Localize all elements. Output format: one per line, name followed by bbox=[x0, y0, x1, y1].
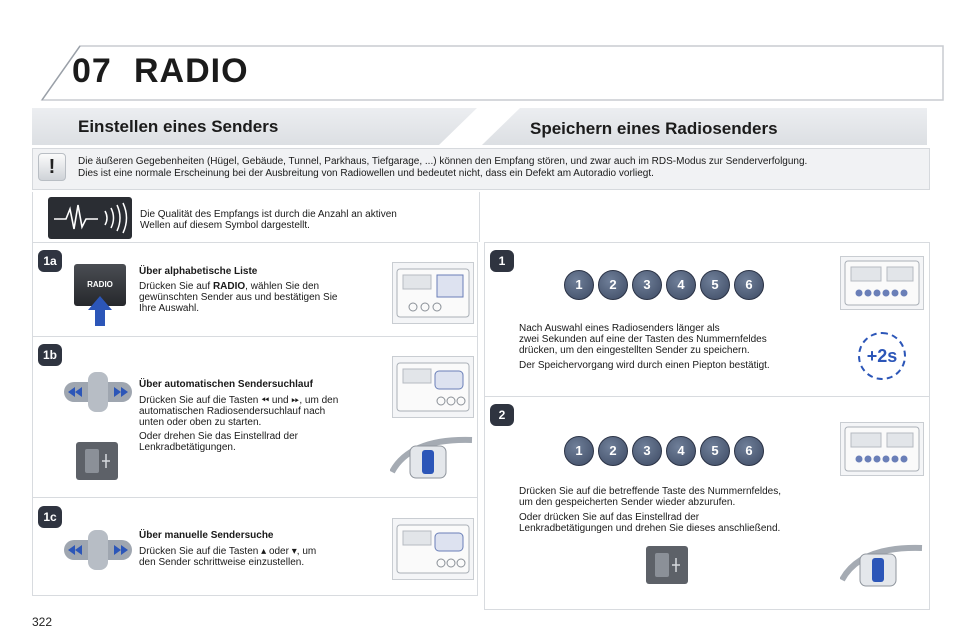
divider bbox=[32, 336, 478, 337]
preset-button-2: 2 bbox=[598, 270, 628, 300]
radio-unit-illustration bbox=[392, 356, 474, 418]
step-1b-line-2: automatischen Radiosendersuchlauf nach bbox=[139, 406, 326, 417]
step-1b-text-post: , um den bbox=[299, 395, 339, 406]
step-1b-line-3: unten oder oben zu starten. bbox=[139, 417, 262, 428]
step-1-line-4: Der Speichervorgang wird durch einen Pie… bbox=[519, 360, 770, 371]
preset-button-1: 1 bbox=[564, 436, 594, 466]
radio-unit-illustration bbox=[392, 518, 474, 580]
step-1c-line-2: den Sender schrittweise einzustellen. bbox=[139, 557, 305, 568]
preset-button-6: 6 bbox=[734, 270, 764, 300]
step-1a-text: Über alphabetische Liste Drücken Sie auf… bbox=[139, 266, 379, 314]
chapter-number: 07 bbox=[72, 52, 112, 90]
seek-buttons-illustration bbox=[64, 530, 132, 570]
steering-wheel-control-icon bbox=[76, 442, 118, 480]
signal-waves-icon bbox=[48, 197, 132, 239]
arrow-up-icon bbox=[88, 296, 112, 326]
preset-button-3: 3 bbox=[632, 270, 662, 300]
radio-unit-illustration bbox=[392, 262, 474, 324]
step-1b-title: Über automatischen Sendersuchlauf bbox=[139, 379, 313, 390]
step-1b-text: Über automatischen Sendersuchlauf Drücke… bbox=[139, 379, 384, 453]
step-1c-text-post: , um bbox=[296, 546, 317, 557]
step-1a-text-post: , wählen Sie den bbox=[245, 281, 320, 292]
caret-down-icon: ▾ bbox=[291, 546, 297, 557]
warning-text: Die äußeren Gegebenheiten (Hügel, Gebäud… bbox=[78, 156, 923, 179]
step-1a-radio-word: RADIO bbox=[212, 281, 246, 292]
warning-box bbox=[32, 148, 930, 190]
exclamation-icon: ! bbox=[38, 153, 66, 181]
left-section-title: Einstellen eines Senders bbox=[78, 117, 279, 136]
seek-buttons-illustration bbox=[64, 372, 132, 412]
rewind-icon: ⏪︎ bbox=[261, 395, 270, 406]
warning-line-2: Dies ist eine normale Erscheinung bei de… bbox=[78, 167, 654, 179]
step-1c-text-pre: Drücken Sie auf die Tasten bbox=[139, 546, 259, 557]
signal-line-2: Wellen auf diesem Symbol dargestellt. bbox=[140, 220, 310, 231]
chapter-header-frame bbox=[40, 45, 944, 101]
step-2-line-3: Oder drücken Sie auf das Einstellrad der bbox=[519, 512, 700, 523]
right-section-title: Speichern eines Radiosenders bbox=[530, 119, 778, 138]
step-badge-2: 2 bbox=[490, 404, 514, 426]
signal-description: Die Qualität des Empfangs ist durch die … bbox=[140, 209, 460, 231]
divider bbox=[484, 396, 930, 397]
radio-unit-illustration bbox=[840, 256, 924, 310]
step-2-text: Drücken Sie auf die betreffende Taste de… bbox=[519, 486, 819, 534]
step-1a-line-3: Ihre Auswahl. bbox=[139, 303, 200, 314]
chapter-title: RADIO bbox=[134, 52, 249, 90]
preset-button-4: 4 bbox=[666, 270, 696, 300]
step-1c-text: Über manuelle Sendersuche Drücken Sie au… bbox=[139, 530, 384, 568]
step-badge-1: 1 bbox=[490, 250, 514, 272]
step-1a-title: Über alphabetische Liste bbox=[139, 266, 258, 277]
hold-timer-icon: +2s bbox=[858, 332, 906, 380]
step-1c-title: Über manuelle Sendersuche bbox=[139, 530, 274, 541]
step-badge-1b: 1b bbox=[38, 344, 62, 366]
step-1a-text-pre: Drücken Sie auf bbox=[139, 281, 213, 292]
steering-wheel-control-icon bbox=[646, 546, 688, 584]
step-1-line-3: drücken, um den eingestellten Sender zu … bbox=[519, 345, 750, 356]
step-2-line-1: Drücken Sie auf die betreffende Taste de… bbox=[519, 486, 782, 497]
step-badge-1c: 1c bbox=[38, 506, 62, 528]
step-1b-text-pre: Drücken Sie auf die Tasten bbox=[139, 395, 259, 406]
left-section-header bbox=[32, 108, 477, 145]
preset-button-1: 1 bbox=[564, 270, 594, 300]
caret-up-icon: ▴ bbox=[261, 546, 267, 557]
steering-wheel-illustration bbox=[390, 436, 473, 479]
preset-button-5: 5 bbox=[700, 270, 730, 300]
step-2-line-4: Lenkradbetätigungen und drehen Sie diese… bbox=[519, 523, 781, 534]
preset-buttons-row: 1 2 3 4 5 6 bbox=[564, 436, 768, 466]
step-1c-or: oder bbox=[268, 546, 289, 557]
fast-forward-icon: ⏩︎ bbox=[291, 395, 300, 406]
preset-buttons-row: 1 2 3 4 5 6 bbox=[564, 270, 768, 300]
steering-wheel-illustration bbox=[840, 544, 923, 587]
step-badge-1a: 1a bbox=[38, 250, 62, 272]
step-2-line-2: um den gespeicherten Sender wieder abzur… bbox=[519, 497, 736, 508]
warning-line-1: Die äußeren Gegebenheiten (Hügel, Gebäud… bbox=[78, 156, 808, 167]
step-1b-and: und bbox=[271, 395, 289, 406]
step-1-line-2: zwei Sekunden auf eine der Tasten des Nu… bbox=[519, 334, 767, 345]
preset-button-5: 5 bbox=[700, 436, 730, 466]
radio-unit-illustration bbox=[840, 422, 924, 476]
signal-panel bbox=[32, 192, 480, 242]
step-1-line-1: Nach Auswahl eines Radiosenders länger a… bbox=[519, 323, 720, 334]
step-1b-line-5: Lenkradbetätigungen. bbox=[139, 442, 236, 453]
right-section-header bbox=[482, 108, 927, 145]
signal-line-1: Die Qualität des Empfangs ist durch die … bbox=[140, 209, 397, 220]
step-1b-line-4: Oder drehen Sie das Einstellrad der bbox=[139, 431, 298, 442]
step-1-text: Nach Auswahl eines Radiosenders länger a… bbox=[519, 323, 809, 371]
page-number: 322 bbox=[32, 615, 53, 629]
step-1a-line-2: gewünschten Sender aus und bestätigen Si… bbox=[139, 292, 338, 303]
divider bbox=[32, 497, 478, 498]
preset-button-2: 2 bbox=[598, 436, 628, 466]
preset-button-3: 3 bbox=[632, 436, 662, 466]
preset-button-6: 6 bbox=[734, 436, 764, 466]
preset-button-4: 4 bbox=[666, 436, 696, 466]
